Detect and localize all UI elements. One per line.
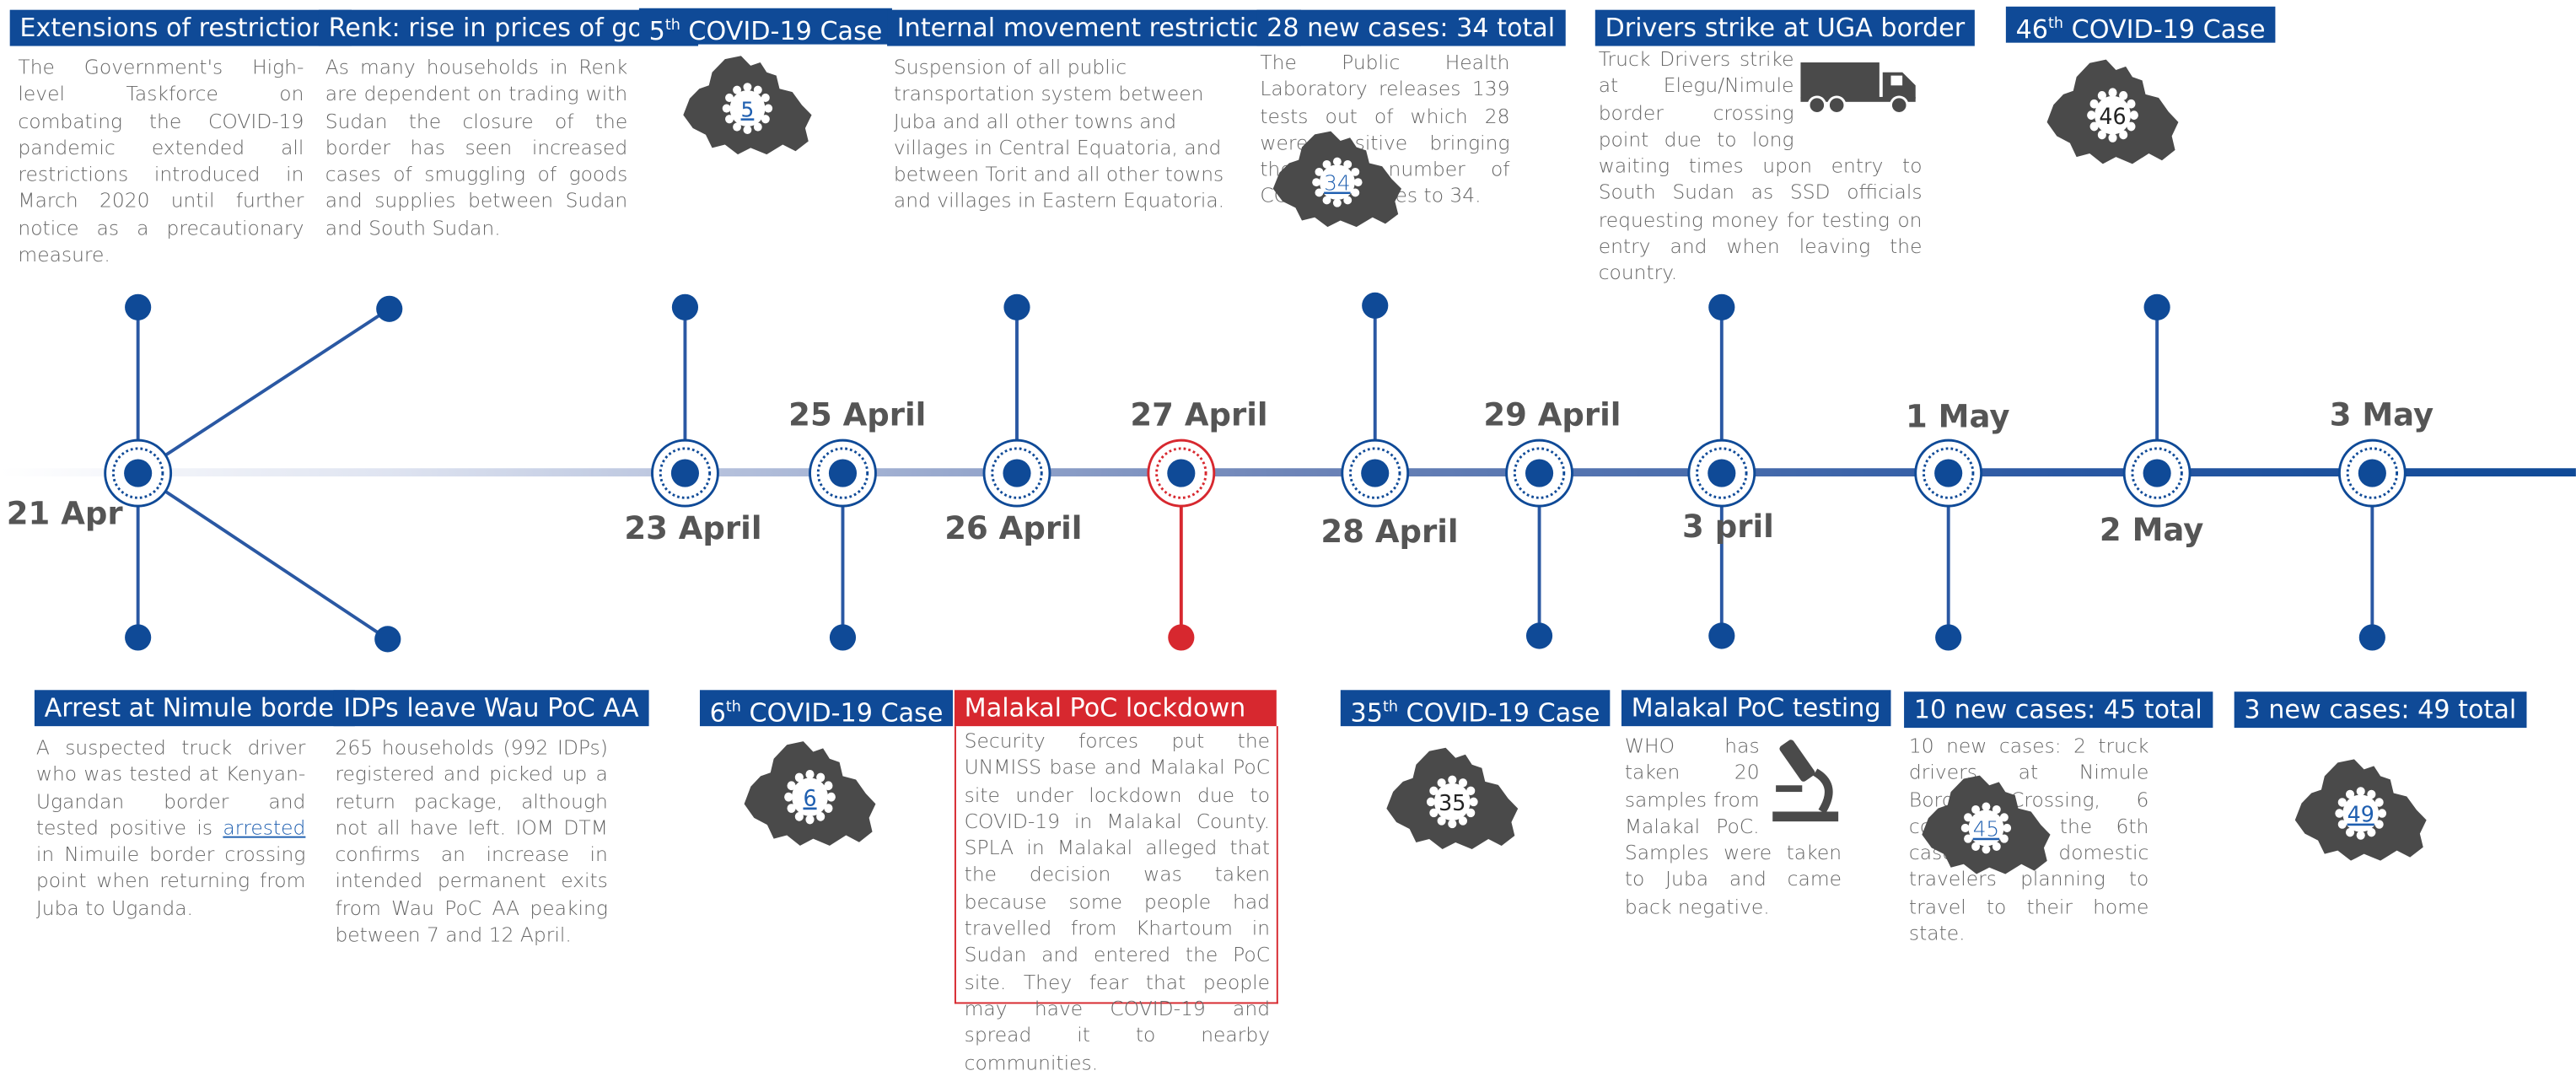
event-title-arrest: Arrest at Nimule border [34,690,355,727]
date-label-3-may: 3 May [2329,397,2434,434]
event-text-strike: Truck Drivers strike at Elegu/Nimule bor… [1598,47,1923,285]
event-title-new-28: 28 new cases: 34 total [1256,9,1565,46]
event-title-case-5: 5th COVID-19 Case [638,8,893,46]
event-title-case-35: 35th COVID-19 Case [1340,690,1611,728]
connector-dots-21-april [125,293,403,653]
event-title-malakal-lockdown: Malakal PoC lockdown [954,690,1277,727]
case-count[interactable]: 6 [803,786,816,812]
event-title-new-10: 10 new cases: 45 total [1904,691,2213,729]
event-text-extensions: The Government's High-level Taskforce on… [18,56,304,266]
case-count[interactable]: 45 [1973,816,1999,841]
south-sudan-map-icon: 49 [2288,752,2430,874]
south-sudan-map-icon: 34 [1266,125,1405,240]
event-title-case-46: 46th COVID-19 Case [2005,6,2276,45]
event-title-strike: Drivers strike at UGA border [1595,9,1975,46]
case-count: 35 [1439,791,1465,816]
node-27-april [1147,438,1216,508]
event-text-new-28: 34 The Public Health Laboratory releases… [1260,49,1509,228]
date-label-26-april: 26 April [944,510,1083,547]
south-sudan-map-icon: 35 [1380,741,1522,863]
case-count[interactable]: 34 [1324,171,1350,196]
node-23-april [651,438,719,508]
date-label-25-april: 25 April [788,397,927,434]
south-sudan-map-icon: 45 [1916,769,2054,888]
event-text-malakal-lockdown: Security forces put the UNMISS base and … [964,729,1271,1074]
event-text-malakal-testing: WHO has taken 20 samples from Malakal Po… [1624,734,1842,918]
arrested-link[interactable]: arrested [223,816,306,840]
event-title-internal: Internal movement restrictions [887,9,1302,46]
node-29-april [1505,438,1573,508]
event-title-case-6: 6th COVID-19 Case [699,690,954,728]
node-30-april [1687,438,1756,508]
date-label-2-may: 2 May [2099,512,2204,549]
node-28-april [1341,438,1410,508]
timeline-graphic [0,292,2576,653]
date-label-27-april: 27 April [1130,397,1268,434]
south-sudan-map-icon: 46 [2041,52,2182,177]
case-count[interactable]: 49 [2347,802,2374,827]
south-sudan-map-icon: 5 [677,49,815,167]
event-text-new-10: 45 10 new cases: 2 truck drivers at Nimu… [1908,734,2149,945]
node-1-may [1914,438,1983,508]
microscope-icon [1766,736,1842,832]
truck-icon [1800,56,1922,122]
node-25-april [809,438,877,508]
date-label-23-april: 23 April [624,510,762,547]
event-text-idps: 265 households (992 IDPs) registered and… [335,735,608,947]
event-title-malakal-testing: Malakal PoC testing [1621,690,1891,727]
event-title-extensions: Extensions of restrictions [9,9,352,46]
node-2-may [2122,438,2191,508]
event-text-renk: As many households in Renk are dependent… [325,56,628,240]
date-label-29-april: 29 April [1483,397,1621,434]
date-label-28-april: 28 April [1320,514,1459,551]
node-3-may [2337,438,2407,508]
node-26-april [982,438,1051,508]
south-sudan-map-icon: 6 [738,734,879,859]
date-label-30-april: 3 pril [1682,508,1774,546]
malakal-lockdown-box [954,726,1278,1004]
connector-dots [671,292,2385,651]
event-text-internal: Suspension of all public transportation … [893,56,1225,213]
event-title-renk: Renk: rise in prices of goods [318,9,699,46]
timeline-axis [0,468,2576,477]
timeline-infographic: 21 Apr 23 April 25 April 26 April 27 Apr… [0,6,2576,1073]
event-text-arrest: A suspected truck driver who was tested … [35,735,306,920]
event-title-new-3: 3 new cases: 49 total [2234,691,2526,729]
case-count: 46 [2099,104,2126,130]
event-title-idps: IDPs leave Wau PoC AA [333,690,649,727]
date-label-21-april: 21 Apr [6,496,123,533]
case-count[interactable]: 5 [741,97,755,121]
date-label-1-may: 1 May [1906,399,2010,436]
connector-dot-27-april [1168,624,1195,651]
